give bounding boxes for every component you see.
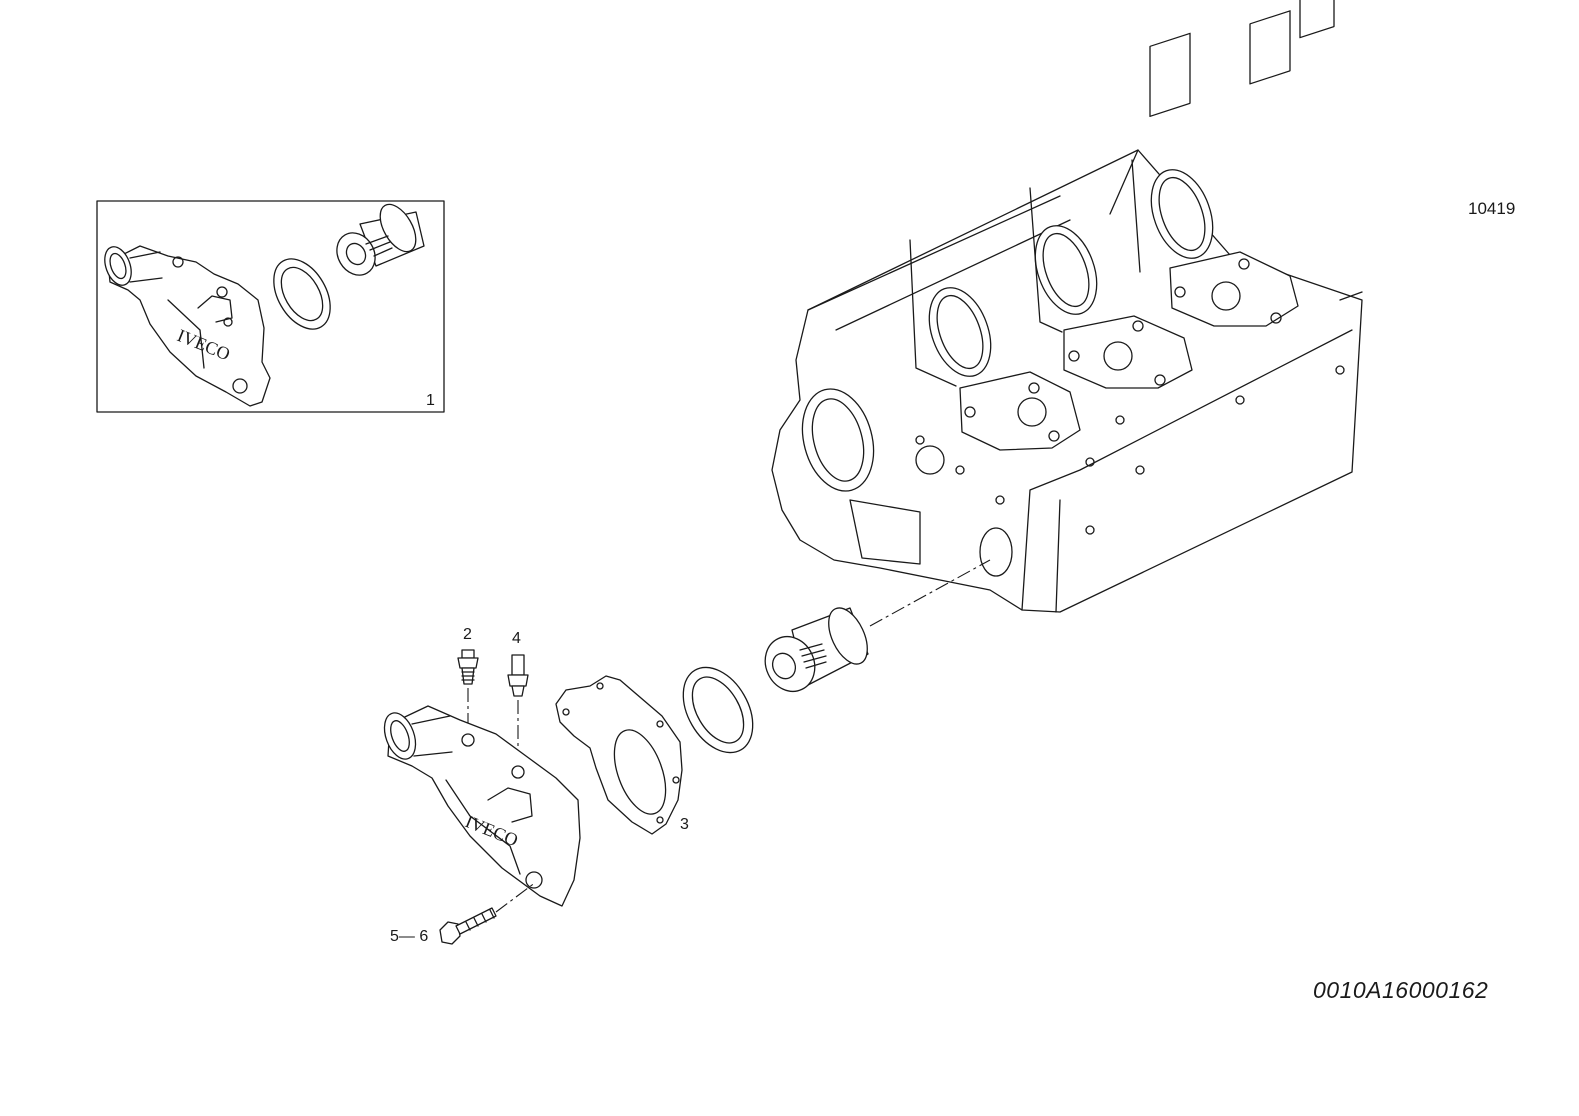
bore-1 bbox=[1150, 169, 1214, 259]
front-bore bbox=[801, 388, 875, 492]
mount-pad-1 bbox=[959, 371, 1081, 451]
inset-seal-ring bbox=[273, 258, 331, 330]
mount-pad-3 bbox=[1169, 251, 1299, 327]
inset-frame bbox=[96, 200, 445, 413]
callout-3-gasket: 3 bbox=[680, 816, 689, 833]
water-outlet-housing: IVECO bbox=[383, 705, 581, 907]
callout-5-6-screw: 5— 6 bbox=[390, 928, 429, 945]
engine-block bbox=[771, 0, 1363, 613]
callout-2-plug: 2 bbox=[463, 626, 472, 643]
side-port-1 bbox=[1149, 32, 1191, 118]
seal-ring bbox=[682, 666, 754, 754]
inset-assembly-1: IVECO bbox=[96, 200, 445, 413]
callout-4-fitting: 4 bbox=[512, 630, 521, 647]
plug bbox=[457, 649, 479, 685]
figure-code: 0010A16000162 bbox=[1313, 977, 1489, 1003]
thermostat-seat bbox=[979, 527, 1013, 577]
inset-housing: IVECO bbox=[104, 245, 271, 407]
thermostat bbox=[764, 607, 869, 692]
fitting bbox=[507, 654, 529, 697]
drawing-reference: 10419 bbox=[1468, 199, 1516, 218]
side-port-3 bbox=[1299, 0, 1335, 39]
mount-pad-2 bbox=[1063, 315, 1193, 389]
side-port-2 bbox=[1249, 10, 1291, 85]
inset-callout-1: 1 bbox=[426, 392, 435, 409]
inset-thermostat bbox=[336, 203, 425, 276]
bore-2 bbox=[1034, 225, 1098, 315]
assembly-centerline bbox=[869, 559, 991, 627]
gasket bbox=[555, 675, 683, 835]
bore-3 bbox=[928, 287, 992, 377]
screw bbox=[439, 907, 497, 945]
